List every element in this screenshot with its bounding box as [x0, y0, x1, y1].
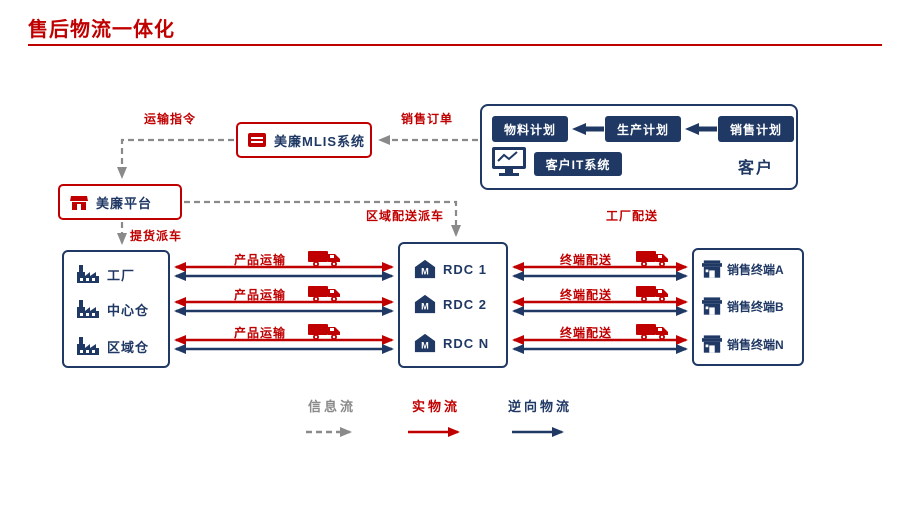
factory-icon	[77, 265, 99, 283]
list-item-terminal-n: 销售终端N	[702, 335, 784, 354]
production-plan-node: 生产计划	[605, 116, 681, 142]
warehouse-icon	[77, 337, 99, 355]
truck-icon	[636, 286, 668, 302]
list-item-terminal-b: 销售终端B	[702, 297, 784, 316]
legend-reverse-label: 逆向物流	[508, 399, 573, 414]
list-item-central-warehouse: 中心仓	[76, 299, 149, 319]
truck-icon	[308, 324, 340, 340]
sources-box: 工厂 中心仓 区域仓	[62, 250, 170, 368]
list-item-terminal-a: 销售终端A	[702, 260, 784, 279]
rdc-home-icon: M	[414, 333, 436, 353]
terminals-box: 销售终端A 销售终端B 销售终端N	[692, 248, 804, 366]
warehouse-icon	[77, 300, 99, 318]
svg-text:M: M	[421, 341, 429, 351]
plan-arrow-left-2-icon	[685, 123, 717, 135]
svg-text:M: M	[421, 267, 429, 277]
pickup-dispatch-label: 提货派车	[130, 229, 183, 243]
monitor-icon	[492, 147, 526, 176]
list-item-rdc-1: M RDC 1	[414, 259, 487, 279]
mlis-label: 美廉MLIS系统	[274, 133, 366, 149]
list-item-rdc-n: M RDC N	[414, 333, 489, 353]
storefront-icon	[702, 335, 722, 353]
rdc-label: RDC 2	[443, 296, 488, 312]
rdc-home-icon: M	[414, 294, 436, 314]
storefront-icon	[702, 297, 722, 315]
product-transport-label: 产品运输	[234, 253, 287, 267]
product-transport-label: 产品运输	[234, 288, 287, 302]
list-item-factory: 工厂	[76, 264, 135, 284]
terminal-delivery-label: 终端配送	[560, 253, 613, 267]
terminal-delivery-label: 终端配送	[560, 288, 613, 302]
plan-arrow-left-1-icon	[572, 123, 604, 135]
regional-dispatch-label: 区域配送派车	[366, 209, 445, 223]
rdc-label: RDC N	[443, 335, 490, 351]
page-title: 售后物流一体化	[28, 19, 175, 41]
customer-system-box: 物料计划 生产计划 销售计划 客户IT系统 客户	[480, 104, 798, 190]
mlis-device-icon	[248, 133, 266, 147]
truck-icon	[636, 324, 668, 340]
terminal-delivery-label: 终端配送	[560, 326, 613, 340]
customer-label: 客户	[738, 160, 775, 177]
material-plan-node: 物料计划	[492, 116, 568, 142]
truck-icon	[308, 251, 340, 267]
transport-instruction-label: 运输指令	[144, 112, 197, 126]
storefront-icon	[702, 260, 722, 278]
rdc-box: M RDC 1 M RDC 2 M RDC N	[398, 242, 508, 368]
list-item-regional-warehouse: 区域仓	[76, 336, 149, 356]
customer-it-system-node: 客户IT系统	[534, 152, 622, 176]
terminal-label: 销售终端B	[727, 300, 784, 314]
platform-label: 美廉平台	[96, 195, 153, 211]
svg-text:M: M	[421, 302, 429, 312]
list-item-rdc-2: M RDC 2	[414, 294, 487, 314]
rdc-home-icon: M	[414, 259, 436, 279]
factory-delivery-label: 工厂配送	[606, 209, 659, 223]
mlis-system-box: 美廉MLIS系统	[236, 122, 372, 158]
sales-order-label: 销售订单	[401, 112, 454, 126]
platform-store-icon	[70, 196, 88, 210]
source-label: 工厂	[107, 267, 136, 283]
transport-instruction-arrow	[117, 138, 234, 179]
source-label: 区域仓	[107, 339, 150, 355]
source-label: 中心仓	[107, 302, 150, 318]
legend-physical-label: 实物流	[412, 399, 461, 414]
sales-plan-node: 销售计划	[718, 116, 794, 142]
truck-icon	[308, 286, 340, 302]
terminal-label: 销售终端A	[727, 263, 784, 277]
terminal-label: 销售终端N	[727, 338, 784, 352]
platform-box: 美廉平台	[58, 184, 182, 220]
product-transport-label: 产品运输	[234, 326, 287, 340]
title-underline	[28, 44, 882, 46]
legend-info-label: 信息流	[308, 399, 357, 414]
rdc-label: RDC 1	[443, 261, 488, 277]
truck-icon	[636, 251, 668, 267]
regional-dispatch-arrow	[184, 200, 461, 237]
